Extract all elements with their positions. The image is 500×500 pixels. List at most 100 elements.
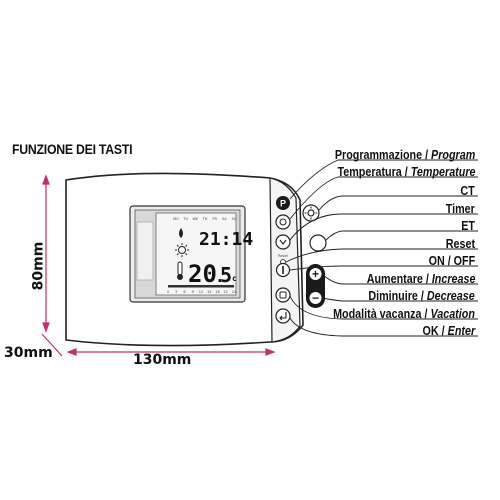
- thermometer-icon: [177, 261, 183, 280]
- button-label-name: CT: [460, 184, 475, 198]
- ct-button[interactable]: [302, 204, 320, 222]
- timer-button[interactable]: [275, 234, 291, 250]
- button-label-9: Diminuire / Decrease: [369, 289, 475, 303]
- button-label-english: Decrease: [427, 289, 475, 303]
- svg-text:Reset: Reset: [278, 254, 288, 258]
- button-label-name: OK: [422, 324, 439, 338]
- lcd-temperature-decimal-point: .: [215, 267, 225, 286]
- depth-label: 30mm: [4, 345, 53, 361]
- button-label-name: ON / OFF: [428, 254, 475, 268]
- button-label-english: Vacation: [430, 307, 475, 321]
- hour-scale: 0 3 6 9 12 15 18 21 24: [167, 285, 237, 294]
- depth-dimension-line: [41, 333, 63, 357]
- button-label-separator: /: [418, 289, 428, 303]
- hour-label: 6: [183, 290, 185, 294]
- hour-label: 9: [192, 290, 194, 294]
- leader-et: [325, 230, 478, 241]
- day-label: SU: [232, 217, 237, 221]
- lcd-temperature-unit: c: [232, 274, 237, 283]
- sun-icon: [175, 243, 189, 257]
- leader-temperature: [289, 176, 478, 220]
- button-label-3: CT: [461, 184, 475, 198]
- vacation-button[interactable]: [275, 287, 291, 303]
- day-label: SA: [222, 217, 227, 221]
- button-label-separator: /: [438, 324, 448, 338]
- button-label-4: Timer: [446, 202, 475, 216]
- button-label-name: Temperatura: [336, 165, 402, 179]
- ok-button[interactable]: [275, 308, 291, 324]
- increase-decrease-rocker[interactable]: + −: [306, 264, 325, 308]
- leader-on-off: [289, 265, 478, 271]
- button-label-name: Reset: [445, 237, 475, 251]
- width-arrow-right: [265, 348, 276, 356]
- day-label: FR: [212, 217, 217, 221]
- hour-label: 3: [175, 290, 177, 294]
- hour-label: 18: [215, 290, 219, 294]
- hour-label: 15: [207, 290, 211, 294]
- leader-increase: [321, 273, 478, 285]
- leader-decrease: [321, 297, 478, 302]
- button-label-name: Programmazione: [334, 148, 422, 162]
- button-label-separator: /: [401, 165, 411, 179]
- hour-label: 0: [167, 290, 169, 294]
- button-panel: P Reset: [275, 196, 327, 324]
- leader-ok: [289, 317, 478, 337]
- button-label-name: ET: [461, 219, 475, 233]
- button-label-english: Program: [430, 148, 475, 162]
- svg-text:P: P: [280, 199, 286, 209]
- button-label-name: Aumentare: [366, 272, 423, 286]
- leader-lines: [285, 159, 478, 337]
- button-label-7: ON / OFF: [428, 254, 475, 268]
- vacation-icon: [279, 291, 287, 299]
- button-label-2: Temperatura / Temperature: [337, 165, 475, 179]
- et-button[interactable]: [309, 234, 327, 252]
- day-label: TH: [202, 217, 208, 221]
- lcd-temperature-integer: 20: [188, 260, 217, 288]
- hour-label: 21: [224, 290, 228, 294]
- timer-icon: [279, 239, 287, 245]
- minus-icon: −: [312, 291, 319, 305]
- leader-program: [289, 159, 478, 200]
- width-label: 130mm: [133, 352, 192, 368]
- button-label-separator: /: [421, 307, 431, 321]
- page-title: FUNZIONE DEI TASTI: [12, 141, 133, 157]
- day-label: MO: [173, 217, 179, 221]
- button-label-name: Timer: [445, 202, 475, 216]
- lcd-screen: [155, 212, 237, 296]
- day-label: TU: [182, 217, 188, 221]
- button-label-name: Diminuire: [368, 289, 419, 303]
- button-label-english: Increase: [431, 272, 475, 286]
- button-label-8: Aumentare / Increase: [366, 272, 475, 286]
- lcd-temperature-decimal: 5: [220, 263, 232, 287]
- lcd-time: 21:14: [199, 229, 253, 250]
- plus-icon: +: [312, 267, 319, 281]
- dimension-lines: [41, 174, 276, 357]
- leader-reset: [285, 248, 478, 263]
- sun-button-icon: [307, 209, 315, 217]
- width-arrow-left: [66, 348, 77, 356]
- leader-ct: [318, 195, 478, 211]
- flame-icon: [179, 228, 183, 238]
- leader-vacation: [289, 295, 478, 320]
- on-off-button[interactable]: [275, 262, 291, 278]
- button-label-english: Temperature: [410, 165, 475, 179]
- height-arrow-bottom: [42, 322, 50, 333]
- day-label: WE: [192, 217, 198, 221]
- hour-label: 12: [199, 290, 203, 294]
- button-label-11: OK / Enter: [422, 324, 475, 338]
- height-arrow-top: [42, 174, 50, 185]
- enter-icon: [279, 312, 287, 321]
- hour-label: 24: [232, 290, 237, 294]
- button-label-separator: /: [421, 148, 431, 162]
- display-side-strip: [136, 221, 154, 281]
- program-button[interactable]: P: [276, 196, 290, 210]
- button-label-separator: /: [422, 272, 432, 286]
- temperature-button[interactable]: [275, 214, 291, 230]
- button-label-10: Modalità vacanza / Vacation: [333, 307, 475, 321]
- button-label-1: Programmazione / Program: [335, 148, 475, 162]
- button-label-6: Reset: [446, 237, 475, 251]
- button-label-name: Modalità vacanza: [333, 307, 422, 321]
